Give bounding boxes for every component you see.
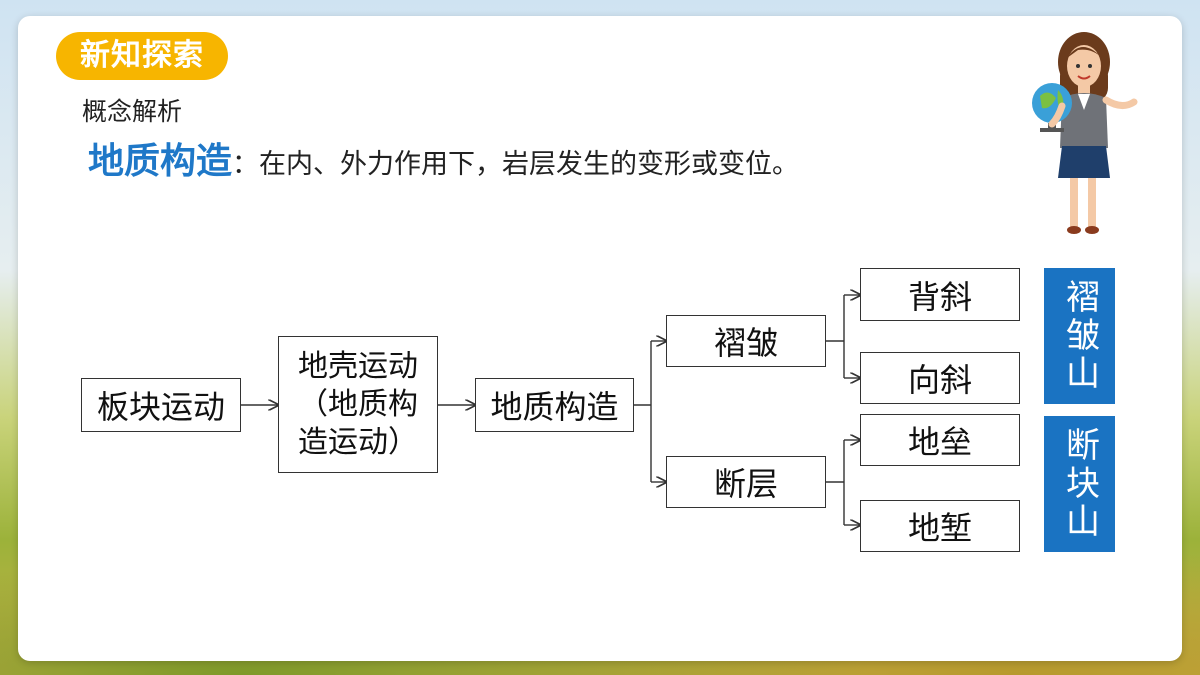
subtitle: 概念解析 xyxy=(82,97,183,126)
node-graben: 地堑 xyxy=(860,500,1020,552)
label-fault-block-mountain: 断块山 xyxy=(1044,416,1115,552)
node-horst: 地垒 xyxy=(860,414,1020,466)
node-fold: 褶皱 xyxy=(666,315,826,367)
node-anticline: 背斜 xyxy=(860,268,1020,321)
node-syncline: 向斜 xyxy=(860,352,1020,404)
node-geo-structure: 地质构造 xyxy=(475,378,634,432)
label-fold-mountain: 褶皱山 xyxy=(1044,268,1115,404)
definition-text: ：在内、外力作用下，岩层发生的变形或变位。 xyxy=(232,149,800,180)
definition-term: 地质构造 xyxy=(88,141,233,182)
slide-card xyxy=(18,16,1182,661)
teacher-illustration xyxy=(1032,32,1138,234)
section-tag: 新知探索 xyxy=(56,32,228,80)
node-plate-motion: 板块运动 xyxy=(81,378,241,432)
node-crustal-motion: 地壳运动 （地质构 造运动） xyxy=(278,336,438,473)
node-fault: 断层 xyxy=(666,456,826,508)
definition: 地质构造：在内、外力作用下，岩层发生的变形或变位。 xyxy=(88,136,799,188)
